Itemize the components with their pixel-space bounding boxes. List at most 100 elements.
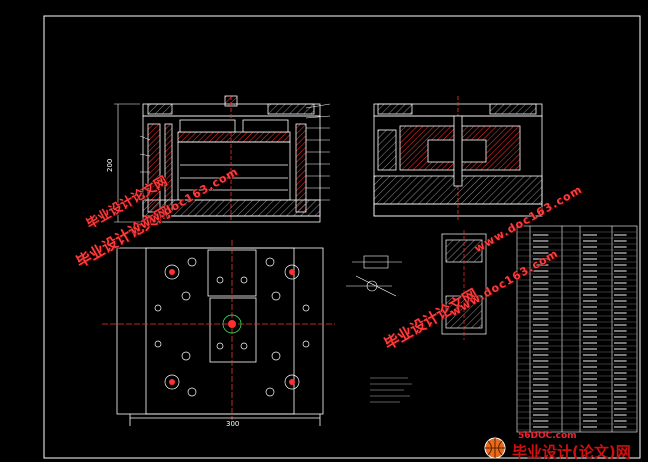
parts-list-entry <box>583 378 597 380</box>
side-section-view <box>373 96 543 222</box>
parts-list-entry <box>614 390 627 392</box>
title-block-fill <box>533 234 627 428</box>
parts-list-entry <box>533 342 549 344</box>
parts-list-entry <box>614 342 627 344</box>
parts-list-entry <box>614 312 627 314</box>
parts-list-entry <box>614 336 627 338</box>
parts-list-entry <box>614 300 627 302</box>
parts-list-entry <box>533 264 549 266</box>
parts-list-entry <box>533 390 549 392</box>
dimension-200-label: 200 <box>106 159 114 172</box>
logo-site: 56DOC.com <box>518 431 577 441</box>
parts-list-entry <box>583 270 597 272</box>
parts-list-entry <box>583 240 597 242</box>
parts-list-entry <box>533 288 549 290</box>
parts-list-entry <box>583 366 597 368</box>
parts-list-entry <box>533 336 549 338</box>
parts-list-entry <box>614 396 627 398</box>
parts-list-entry <box>614 408 627 410</box>
parts-list-entry <box>614 354 627 356</box>
parts-list-entry <box>533 324 549 326</box>
parts-list-entry <box>614 258 627 260</box>
parts-list-entry <box>533 348 549 350</box>
parts-list-entry <box>533 276 549 278</box>
parts-list-entry <box>583 252 597 254</box>
parts-list-entry <box>583 306 597 308</box>
parts-list-entry <box>583 414 597 416</box>
part-detail-sketch <box>346 255 402 297</box>
parts-list-entry <box>614 360 627 362</box>
parts-list-entry <box>583 312 597 314</box>
title-block-parts-list <box>516 225 638 433</box>
parts-list-entry <box>533 240 549 242</box>
parts-list-entry <box>583 426 597 428</box>
parts-list-entry <box>533 384 549 386</box>
parts-list-entry <box>614 252 627 254</box>
parts-list-entry <box>614 426 627 428</box>
plan-view <box>102 240 335 426</box>
parts-list-entry <box>533 396 549 398</box>
parts-list-entry <box>533 372 549 374</box>
parts-list-entry <box>583 294 597 296</box>
parts-list-entry <box>583 336 597 338</box>
parts-list-entry <box>533 426 549 428</box>
parts-list-entry <box>614 270 627 272</box>
parts-list-entry <box>614 282 627 284</box>
parts-list-entry <box>614 234 627 236</box>
technical-notes <box>370 377 412 403</box>
parts-list-entry <box>583 396 597 398</box>
parts-list-entry <box>533 318 549 320</box>
parts-list-entry <box>583 384 597 386</box>
dimension-300-label: 300 <box>226 420 239 428</box>
parts-list-entry <box>614 420 627 422</box>
parts-list-entry <box>614 306 627 308</box>
parts-list-entry <box>614 348 627 350</box>
parts-list-entry <box>533 354 549 356</box>
detail-view-right <box>441 230 487 340</box>
parts-list-entry <box>614 240 627 242</box>
parts-list-entry <box>614 294 627 296</box>
parts-list-entry <box>533 234 549 236</box>
parts-list-entry <box>533 294 549 296</box>
parts-list-entry <box>533 300 549 302</box>
parts-list-entry <box>583 288 597 290</box>
parts-list-entry <box>614 402 627 404</box>
parts-list-entry <box>583 354 597 356</box>
parts-list-entry <box>583 420 597 422</box>
parts-list-entry <box>614 366 627 368</box>
parts-list-entry <box>583 330 597 332</box>
parts-list-entry <box>583 258 597 260</box>
parts-list-entry <box>533 270 549 272</box>
logo-name: 毕业设计(论文)网 <box>512 443 631 461</box>
parts-list-entry <box>583 324 597 326</box>
parts-list-entry <box>583 342 597 344</box>
parts-list-entry <box>614 264 627 266</box>
parts-list-entry <box>614 324 627 326</box>
parts-list-entry <box>614 330 627 332</box>
parts-list-entry <box>583 246 597 248</box>
parts-list-entry <box>533 414 549 416</box>
parts-list-entry <box>614 276 627 278</box>
parts-list-entry <box>583 300 597 302</box>
parts-list-entry <box>614 378 627 380</box>
plan-view-holes <box>154 257 310 397</box>
drawing-frame <box>43 15 641 459</box>
parts-list-rows <box>517 231 637 431</box>
parts-list-entry <box>614 384 627 386</box>
parts-list-entry <box>583 390 597 392</box>
parts-list-entry <box>583 282 597 284</box>
parts-list-entry <box>583 360 597 362</box>
parts-list-entry <box>533 312 549 314</box>
parts-list-entry <box>614 372 627 374</box>
parts-list-entry <box>533 252 549 254</box>
parts-list-entry <box>614 288 627 290</box>
parts-list-entry <box>614 246 627 248</box>
parts-list-entry <box>583 402 597 404</box>
parts-list-entry <box>614 318 627 320</box>
parts-list-entry <box>533 420 549 422</box>
parts-list-entry <box>583 318 597 320</box>
parts-list-entry <box>533 366 549 368</box>
parts-list-entry <box>533 402 549 404</box>
